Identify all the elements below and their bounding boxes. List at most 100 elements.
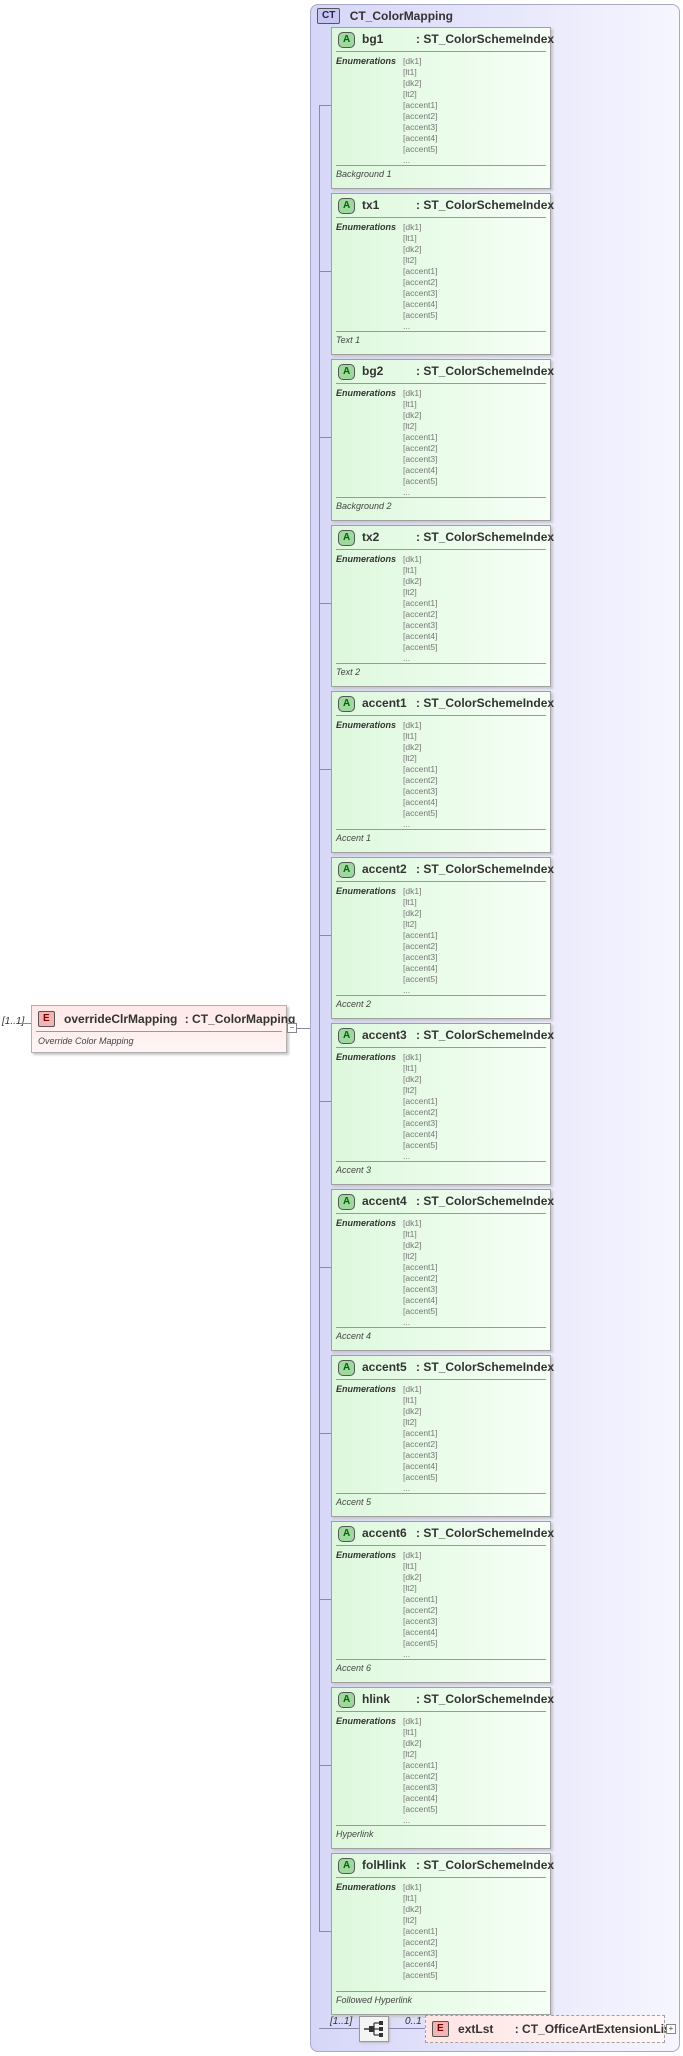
enumerations-label: Enumerations: [336, 720, 397, 730]
enumeration-value: [accent4]: [403, 1793, 438, 1803]
separator: [336, 383, 546, 384]
expand-plus-icon[interactable]: +: [666, 2024, 676, 2034]
enumeration-value: [dk1]: [403, 1882, 422, 1892]
separator: [336, 1213, 546, 1214]
enumeration-value: [dk1]: [403, 388, 422, 398]
enumeration-value: [accent3]: [403, 454, 438, 464]
enumeration-value: [accent4]: [403, 963, 438, 973]
enumerations-label: Enumerations: [336, 1384, 397, 1394]
attribute-name: accent4: [362, 1194, 407, 1208]
enumerations-label: Enumerations: [336, 554, 397, 564]
enumeration-value: [lt2]: [403, 587, 417, 597]
enumeration-value: [accent3]: [403, 122, 438, 132]
enumeration-value: [accent2]: [403, 609, 438, 619]
separator: [336, 715, 546, 716]
attribute-badge-icon: A: [338, 1028, 356, 1044]
attribute-name: tx1: [362, 198, 380, 212]
sequence-connector: [319, 2028, 359, 2029]
separator: [336, 51, 546, 52]
ext-connector: [388, 2028, 425, 2029]
enumeration-value: [dk2]: [403, 410, 422, 420]
root-element-box[interactable]: E overrideClrMapping : CT_ColorMapping O…: [31, 1005, 295, 1053]
enumeration-value: [accent3]: [403, 1616, 438, 1626]
enumeration-value: [lt2]: [403, 1915, 417, 1925]
attribute-badge-icon: A: [338, 1360, 356, 1376]
enumerations-label: Enumerations: [336, 1716, 397, 1726]
enumeration-value: [dk1]: [403, 56, 422, 66]
enumeration-value: [accent1]: [403, 266, 438, 276]
expand-plus-icon[interactable]: −: [287, 1023, 297, 1033]
enumerations-label: Enumerations: [336, 886, 397, 896]
enumeration-value: [lt1]: [403, 1561, 417, 1571]
attribute-type: : ST_ColorSchemeIndex: [416, 1692, 555, 1706]
attribute-connector: [319, 105, 331, 106]
enumeration-value: [accent1]: [403, 432, 438, 442]
separator: [336, 1327, 546, 1328]
enumeration-value: [dk2]: [403, 1904, 422, 1914]
enumeration-value: [accent5]: [403, 1638, 438, 1648]
enumeration-value: [accent4]: [403, 1295, 438, 1305]
attribute-description: Accent 2: [336, 999, 372, 1009]
separator: [336, 663, 546, 664]
enumeration-value: [lt1]: [403, 67, 417, 77]
enumeration-value: [accent5]: [403, 1306, 438, 1316]
enumeration-value: [dk1]: [403, 222, 422, 232]
enumeration-value: [dk2]: [403, 78, 422, 88]
enumeration-value: ...: [403, 819, 411, 829]
attribute-type: : ST_ColorSchemeIndex: [416, 530, 555, 544]
separator: [336, 1493, 546, 1494]
enumeration-value: [accent5]: [403, 1804, 438, 1814]
separator: [336, 1379, 546, 1380]
enumeration-list: [dk1][lt1][dk2][lt2][accent1][accent2][a…: [403, 1384, 438, 1494]
separator: [336, 1659, 546, 1660]
enumeration-value: [accent4]: [403, 1461, 438, 1471]
separator: [336, 549, 546, 550]
separator: [336, 1161, 546, 1162]
separator: [336, 995, 546, 996]
attribute-connector: [319, 935, 331, 936]
sequence-occurrence: [1..1]: [330, 2016, 353, 2027]
sequence-compositor-icon[interactable]: [359, 2016, 389, 2042]
separator: [336, 1991, 546, 1992]
enumeration-value: [lt2]: [403, 1417, 417, 1427]
enumeration-value: [accent4]: [403, 1627, 438, 1637]
ext-element-box[interactable]: E extLst : CT_OfficeArtExtensionList: [425, 2015, 675, 2043]
attribute-name: accent1: [362, 696, 407, 710]
root-occurrence: [1..1]: [2, 1016, 25, 1027]
enumeration-value: [accent2]: [403, 111, 438, 121]
separator: [336, 829, 546, 830]
separator: [336, 1047, 546, 1048]
enumeration-value: [lt1]: [403, 1229, 417, 1239]
enumeration-value: [accent1]: [403, 1262, 438, 1272]
enumeration-value: ...: [403, 1151, 411, 1161]
enumeration-value: [accent3]: [403, 1118, 438, 1128]
attribute-name: bg1: [362, 32, 384, 46]
enumeration-value: [accent4]: [403, 1129, 438, 1139]
attribute-name: accent6: [362, 1526, 407, 1540]
enumeration-value: [dk2]: [403, 742, 422, 752]
enumeration-list: [dk1][lt1][dk2][lt2][accent1][accent2][a…: [403, 1550, 438, 1660]
separator: [336, 881, 546, 882]
attribute-name: hlink: [362, 1692, 391, 1706]
enumeration-value: [accent5]: [403, 476, 438, 486]
attribute-description: Background 2: [336, 501, 392, 511]
attribute-connector: [319, 1101, 331, 1102]
root-element-doc: Override Color Mapping: [38, 1036, 134, 1046]
attribute-connector: [319, 1599, 331, 1600]
attribute-description: Followed Hyperlink: [336, 1995, 413, 2005]
root-element-name: overrideClrMapping: [64, 1012, 178, 1026]
enumeration-value: [lt2]: [403, 753, 417, 763]
enumeration-value: [dk1]: [403, 1716, 422, 1726]
